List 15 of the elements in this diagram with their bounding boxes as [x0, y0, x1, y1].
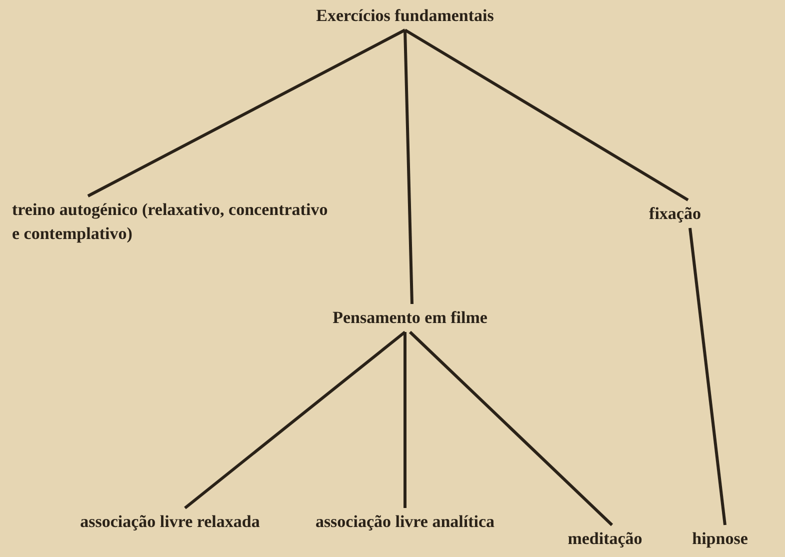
node-label: associação livre relaxada [79, 511, 261, 533]
node-label: treino autogénico (relaxativo, concentrativo e contemplativo) [12, 199, 329, 245]
node-label: meditação [566, 528, 644, 550]
node-label: Pensamento em filme [332, 307, 488, 329]
connector-line [184, 330, 406, 510]
connector-line [404, 28, 689, 202]
node-label: fixação [648, 203, 702, 225]
node-label: Exercícios fundamentais [315, 5, 495, 27]
connector-line [404, 30, 414, 304]
node-label: hipnose [691, 528, 749, 550]
connector-line [408, 330, 614, 526]
connector-line [404, 332, 406, 508]
connector-line [87, 28, 406, 198]
node-label: associação livre analítica [315, 511, 495, 533]
connector-line [688, 228, 726, 526]
